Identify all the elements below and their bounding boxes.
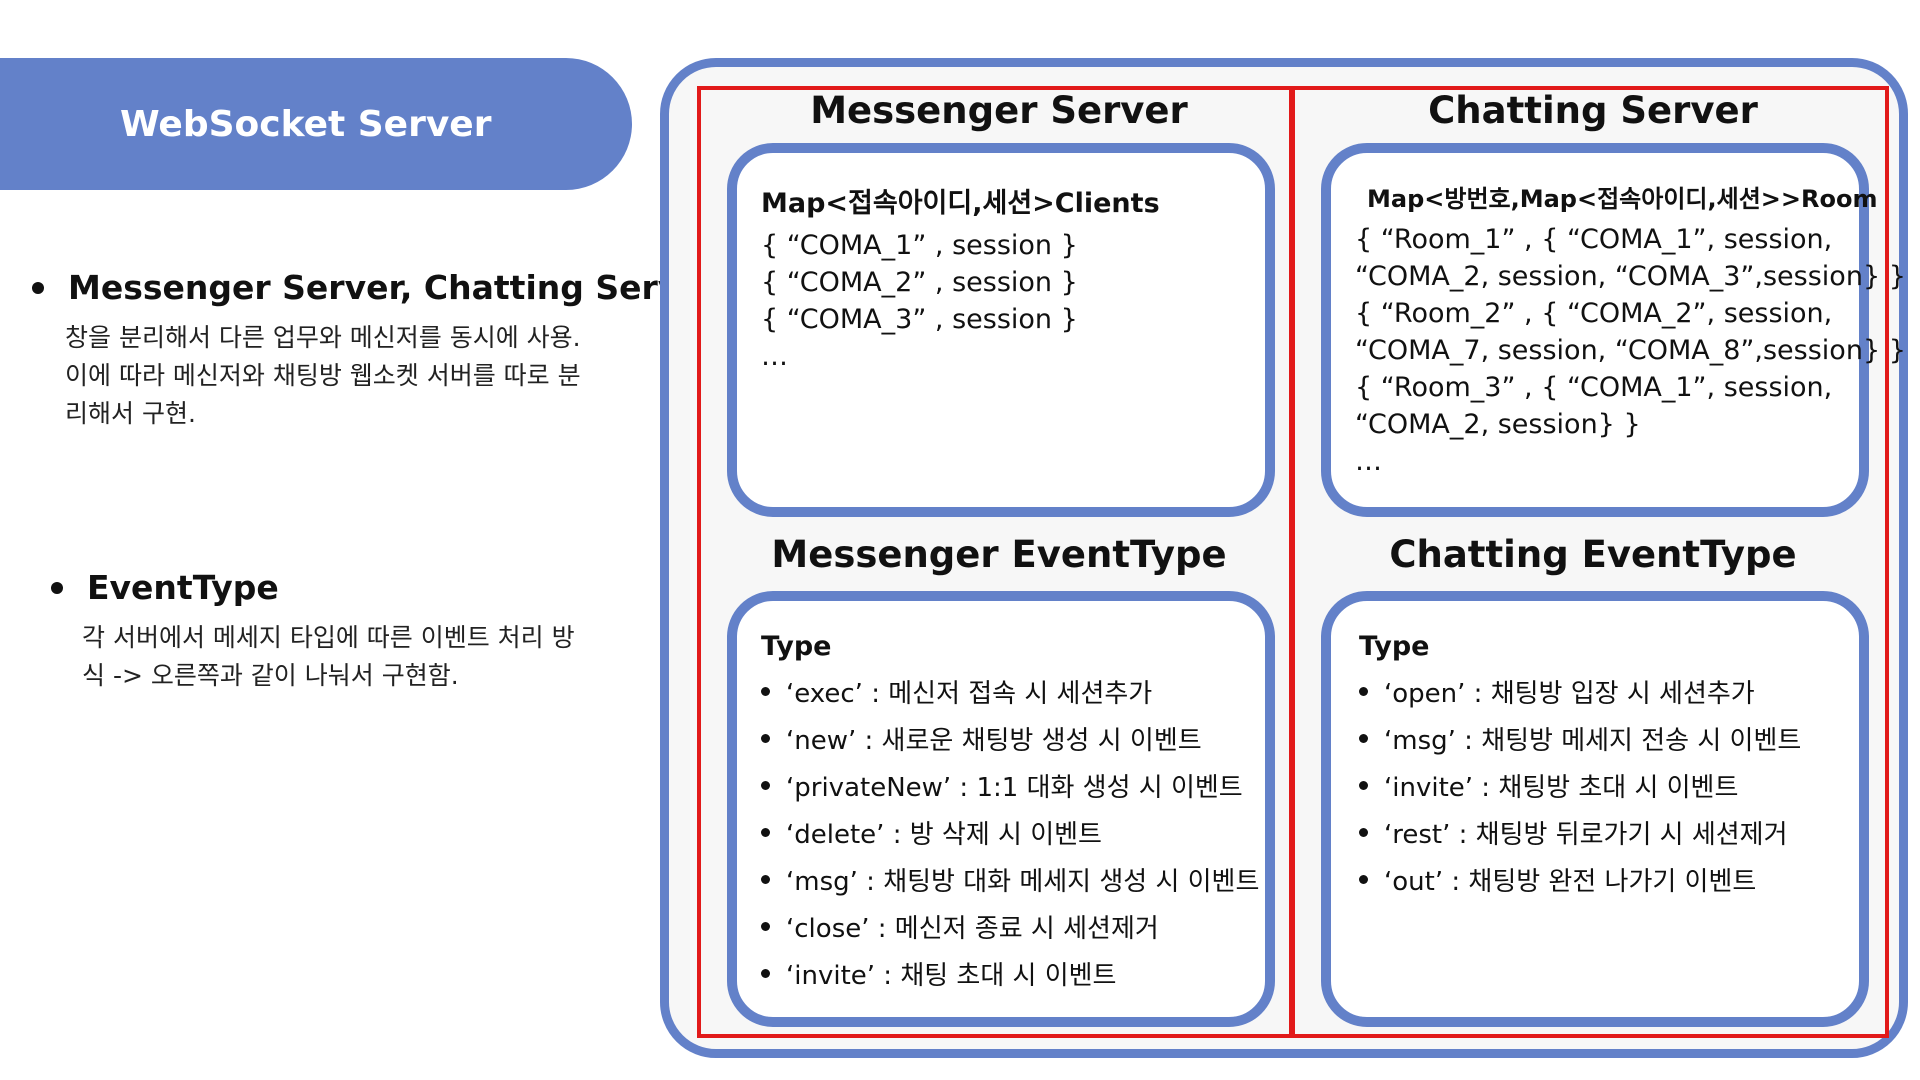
bullet-line: 각 서버에서 메세지 타입에 따른 이벤트 처리 방 <box>82 623 575 652</box>
chatting-server-title: Chatting Server <box>1428 89 1758 132</box>
messenger-server-group <box>697 86 1295 1038</box>
room-entry: { “Room_2” , { “COMA_2”, session, <box>1355 298 1833 329</box>
event-item: ‘open’ : 채팅방 입장 시 세션추가 <box>1359 668 1801 715</box>
bullet-heading-text: Messenger Server, Chatting Server <box>68 268 718 307</box>
bullet-eventtype: EventType 각 서버에서 메세지 타입에 따른 이벤트 처리 방 식 -… <box>51 568 575 695</box>
event-item: ‘msg’ : 채팅방 대화 메세지 생성 시 이벤트 <box>761 856 1259 903</box>
room-entry: { “Room_1” , { “COMA_1”, session, <box>1355 224 1833 255</box>
chatting-rooms-card: Map<방번호,Map<접속아이디,세션>>Room { “Room_1” , … <box>1321 143 1906 517</box>
bullet-body: 창을 분리해서 다른 업무와 메신저를 동시에 사용. 이에 따라 메신저와 채… <box>65 319 718 433</box>
event-item: ‘rest’ : 채팅방 뒤로가기 시 세션제거 <box>1359 809 1801 856</box>
client-entry: { “COMA_3” , session } <box>761 304 1078 335</box>
clients-map-label: Map<접속아이디,세션>Clients <box>761 188 1160 219</box>
rooms-map-label: Map<방번호,Map<접속아이디,세션>>Room <box>1367 185 1878 213</box>
bullet-servers: Messenger Server, Chatting Server 창을 분리해… <box>32 268 718 433</box>
client-entry: { “COMA_2” , session } <box>761 267 1078 298</box>
chatting-eventtype-title: Chatting EventType <box>1389 533 1797 576</box>
bullet-heading: EventType <box>51 568 575 607</box>
bullet-line: 식 -> 오른쪽과 같이 나눠서 구현함. <box>82 661 459 690</box>
room-entry: “COMA_7, session, “COMA_8”,session} } <box>1355 335 1906 366</box>
event-item: ‘privateNew’ : 1:1 대화 생성 시 이벤트 <box>761 762 1259 809</box>
room-entry: “COMA_2, session, “COMA_3”,session} } <box>1355 261 1906 292</box>
messenger-clients-card: Map<접속아이디,세션>Clients { “COMA_1” , sessio… <box>727 143 1275 517</box>
event-item: ‘invite’ : 채팅방 초대 시 이벤트 <box>1359 762 1801 809</box>
event-item: ‘delete’ : 방 삭제 시 이벤트 <box>761 809 1259 856</box>
event-item: ‘out’ : 채팅방 완전 나가기 이벤트 <box>1359 856 1801 903</box>
client-entry: { “COMA_1” , session } <box>761 230 1078 261</box>
rooms-entries: { “Room_1” , { “COMA_1”, session, “COMA_… <box>1355 221 1906 480</box>
client-entry: … <box>761 341 788 372</box>
bullet-dot-icon <box>32 281 44 294</box>
event-item: ‘msg’ : 채팅방 메세지 전송 시 이벤트 <box>1359 715 1801 762</box>
bullet-line: 리해서 구현. <box>65 399 196 428</box>
messenger-server-title: Messenger Server <box>810 89 1188 132</box>
messenger-eventtype-title: Messenger EventType <box>771 533 1227 576</box>
messenger-event-list: ‘exec’ : 메신저 접속 시 세션추가 ‘new’ : 새로운 채팅방 생… <box>761 668 1259 997</box>
event-item: ‘invite’ : 채팅 초대 시 이벤트 <box>761 950 1259 997</box>
room-entry: { “Room_3” , { “COMA_1”, session, <box>1355 372 1833 403</box>
event-item: ‘close’ : 메신저 종료 시 세션제거 <box>761 903 1259 950</box>
bullet-line: 창을 분리해서 다른 업무와 메신저를 동시에 사용. <box>65 323 581 352</box>
bullet-dot-icon <box>51 581 63 594</box>
bullet-heading: Messenger Server, Chatting Server <box>32 268 718 307</box>
room-entry: … <box>1355 446 1382 477</box>
chatting-eventtype-card: Type ‘open’ : 채팅방 입장 시 세션추가 ‘msg’ : 채팅방 … <box>1321 591 1869 1027</box>
bullet-line: 이에 따라 메신저와 채팅방 웹소켓 서버를 따로 분 <box>65 361 581 390</box>
bullet-body: 각 서버에서 메세지 타입에 따른 이벤트 처리 방 식 -> 오른쪽과 같이 … <box>82 619 575 695</box>
architecture-frame: Messenger Server Map<접속아이디,세션>Clients { … <box>660 58 1908 1058</box>
clients-entries: { “COMA_1” , session } { “COMA_2” , sess… <box>761 227 1078 375</box>
messenger-type-label: Type <box>761 631 832 662</box>
page-title: WebSocket Server <box>120 103 492 145</box>
chatting-event-list: ‘open’ : 채팅방 입장 시 세션추가 ‘msg’ : 채팅방 메세지 전… <box>1359 668 1801 903</box>
event-item: ‘exec’ : 메신저 접속 시 세션추가 <box>761 668 1259 715</box>
event-item: ‘new’ : 새로운 채팅방 생성 시 이벤트 <box>761 715 1259 762</box>
chatting-type-label: Type <box>1359 631 1430 662</box>
chatting-server-group <box>1289 86 1889 1038</box>
bullet-heading-text: EventType <box>87 568 279 607</box>
room-entry: “COMA_2, session} } <box>1355 409 1641 440</box>
messenger-eventtype-card: Type ‘exec’ : 메신저 접속 시 세션추가 ‘new’ : 새로운 … <box>727 591 1275 1027</box>
title-banner: WebSocket Server <box>0 58 632 190</box>
